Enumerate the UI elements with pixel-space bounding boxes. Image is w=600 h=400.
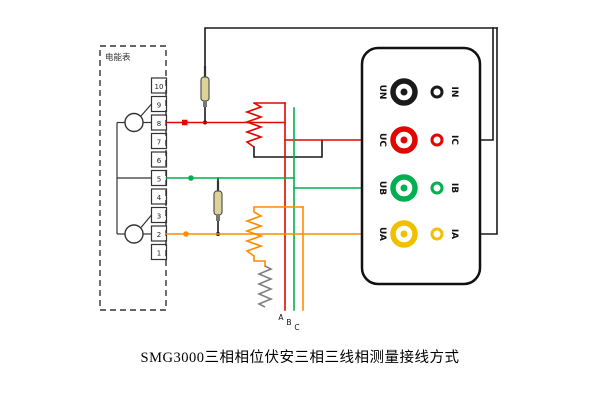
meter-element-circle [124,224,144,244]
phase-label-c: C [294,323,299,332]
load-coil [256,265,274,308]
voltage-jack-ua-center [400,230,408,238]
wire-probe1-to-panel [204,27,498,67]
jack-label-un: UN [377,85,387,100]
terminal-label: 3 [157,213,161,221]
panel-outline [360,46,482,286]
current-jack-ic [430,133,444,147]
jack-label-in: IN [449,87,459,98]
current-transformer-coil-orange [244,211,264,257]
terminal-label: 2 [157,231,161,239]
jack-label-ia: IA [449,229,459,239]
probe-tail [203,101,207,107]
wire-coil-top-orange [253,206,304,213]
probe-tail [216,215,220,221]
terminal-strip: 10 9 8 7 6 5 4 3 2 1 [150,77,168,261]
terminal [150,151,168,168]
phase-label-b: B [286,318,291,327]
current-jack-ia [430,227,444,241]
probe-body [213,190,223,216]
meter-box: 电能表 10 9 8 7 6 5 4 3 2 1 [99,45,168,311]
current-transformer-coil-red [244,102,264,148]
terminal [150,77,168,94]
junction-dot-green [188,175,194,181]
wiring-diagram: 电能表 10 9 8 7 6 5 4 3 2 1 [99,27,498,332]
terminal [150,188,168,205]
voltage-jack-ub-center [400,184,408,192]
junction-dot-orange [183,231,189,237]
instrument-panel: UN IN UC IC UB IB UA IA [360,46,482,286]
meter-element-circle [124,112,144,133]
terminal-label: 7 [157,139,161,147]
meter-box-outline [99,45,167,311]
voltage-jack-uc-center [400,136,408,144]
wire-ct-secondary [253,140,323,158]
current-jack-in [430,85,444,99]
diagram-caption: SMG3000三相相位伏安三相三线相测量接线方式 [140,350,460,366]
wire-coil-bottom-orange [253,255,266,267]
terminal-label: 1 [157,250,161,258]
terminal-label: 4 [157,194,162,202]
terminal [150,243,168,261]
terminal-label: 8 [157,120,161,128]
junction-square [182,119,188,126]
terminal-label: 10 [155,83,164,91]
green-wires [165,107,393,311]
current-jack-ib [430,181,444,195]
phase-label-a: A [278,313,284,322]
jack-label-ub: UB [377,181,387,195]
terminal-label: 5 [157,176,161,184]
orange-wires [165,206,393,311]
load-coil-group: A B C [256,265,300,332]
jack-label-ic: IC [449,135,459,145]
jack-label-ib: IB [449,183,459,193]
test-probe-2 [213,181,223,221]
jack-label-uc: UC [377,133,387,147]
red-wires [165,102,393,311]
terminal [150,132,168,150]
meter-internal-wiring [116,103,152,244]
terminal-label: 9 [157,102,161,110]
probe-body [200,76,210,102]
terminal-label: 6 [157,157,162,165]
voltage-jack-un-center [400,88,408,96]
meter-box-label: 电能表 [105,52,131,63]
test-probe-1 [200,66,210,107]
jack-label-ua: UA [377,227,387,241]
